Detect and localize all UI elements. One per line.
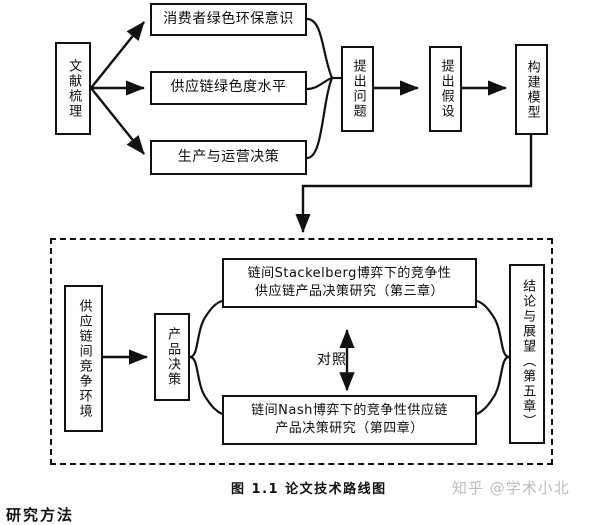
bottom-section-heading-text: 研究方法 (6, 506, 75, 524)
node-product-decision-label: 产品决策 (165, 327, 181, 387)
node-stage-build-model-label: 构建模型 (524, 59, 540, 120)
node-stage-raise-question: 提出问题 (341, 46, 374, 132)
node-literature-review-label: 文献梳理 (66, 58, 82, 119)
node-stage-propose-hypothesis: 提出假设 (429, 46, 462, 132)
node-supply-chain-competition-context: 供应链间竞争环境 (64, 285, 103, 432)
bottom-section-heading: 研究方法 (6, 504, 74, 525)
figure-caption-text: 图 1.1 论文技术路线图 (231, 482, 387, 497)
node-study-nash-line1: 链间Nash博弈下的竞争性供应链 (251, 402, 448, 418)
comparison-label: 对照 (317, 349, 347, 369)
node-study-nash-line2: 产品决策研究（第四章） (275, 421, 424, 436)
node-topic-production-operation-decision-label: 生产与运营决策 (177, 148, 280, 165)
node-topic-supply-chain-greenness: 供应链绿色度水平 (150, 71, 307, 105)
node-conclusion-outlook: 结论与展望（第五章） (509, 264, 545, 444)
node-topic-consumer-green-awareness: 消费者绿色环保意识 (150, 3, 307, 36)
research-region-dashed-boundary (50, 238, 553, 465)
node-study-stackelberg-line2: 供应链产品决策研究（第三章） (254, 284, 444, 299)
node-topic-production-operation-decision: 生产与运营决策 (150, 140, 307, 175)
node-stage-raise-question-label: 提出问题 (350, 59, 366, 119)
node-study-stackelberg-line1: 链间Stackelberg博弈下的竞争性 (247, 265, 452, 281)
node-literature-review: 文献梳理 (55, 42, 91, 135)
zhihu-watermark: 知乎 @学术小北 (452, 477, 570, 498)
node-study-stackelberg: 链间Stackelberg博弈下的竞争性 供应链产品决策研究（第三章） (222, 258, 477, 308)
comparison-label-text: 对照 (317, 352, 347, 368)
node-supply-chain-competition-context-label: 供应链间竞争环境 (76, 298, 92, 419)
node-topic-supply-chain-greenness-label: 供应链绿色度水平 (170, 79, 287, 96)
node-study-nash: 链间Nash博弈下的竞争性供应链 产品决策研究（第四章） (222, 395, 477, 445)
node-stage-propose-hypothesis-label: 提出假设 (438, 59, 454, 119)
figure-caption: 图 1.1 论文技术路线图 (231, 478, 387, 497)
node-topic-consumer-green-awareness-label: 消费者绿色环保意识 (163, 10, 294, 27)
zhihu-watermark-text: 知乎 @学术小北 (452, 479, 570, 497)
node-stage-build-model: 构建模型 (515, 44, 548, 135)
node-product-decision: 产品决策 (154, 313, 190, 401)
node-conclusion-outlook-label: 结论与展望（第五章） (520, 279, 536, 429)
